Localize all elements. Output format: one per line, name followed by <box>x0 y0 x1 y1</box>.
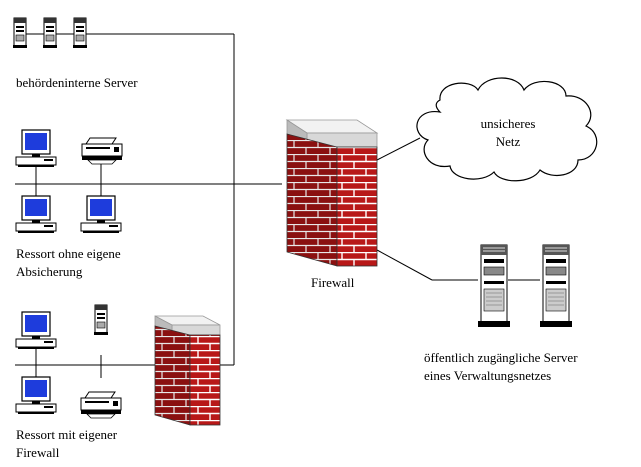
server-tower-icon <box>72 17 88 49</box>
workstation-icon <box>15 376 57 415</box>
ressort-firewall-icon <box>154 315 221 426</box>
server-tower-icon <box>12 17 28 49</box>
workstation-icon <box>15 311 57 350</box>
ressort-no-protection-label-line2: Absicherung <box>16 264 83 279</box>
printer-icon <box>80 391 122 419</box>
public-servers <box>477 244 573 328</box>
ressort-with-firewall <box>15 304 122 419</box>
ressort-own-firewall-label-line2: Firewall <box>16 445 60 460</box>
public-servers-label-line1: öffentlich zugängliche Server <box>424 350 578 365</box>
ressort-no-protection-label-line1: Ressort ohne eigene <box>16 246 121 261</box>
firewall-label: Firewall <box>311 275 355 290</box>
server-tower-icon <box>42 17 58 49</box>
connection-lines <box>15 33 540 378</box>
cloud-icon <box>416 77 598 182</box>
internal-servers-label: behördeninterne Server <box>16 75 138 90</box>
server-tower-icon <box>93 304 109 336</box>
insecure-net-label-line2: Netz <box>495 134 521 149</box>
insecure-net-label-line1: unsicheres <box>480 116 536 131</box>
server-tower-icon <box>539 244 573 328</box>
printer-icon <box>81 137 123 165</box>
public-servers-label-line2: eines Verwaltungsnetzes <box>424 368 552 383</box>
workstation-icon <box>80 195 122 234</box>
workstation-icon <box>15 129 57 168</box>
server-tower-icon <box>477 244 511 328</box>
main-firewall-icon <box>285 119 379 267</box>
ressort-without-protection <box>15 129 123 234</box>
workstation-icon <box>15 195 57 234</box>
internal-servers <box>12 17 88 49</box>
ressort-own-firewall-label-line1: Ressort mit eigener <box>16 427 118 442</box>
